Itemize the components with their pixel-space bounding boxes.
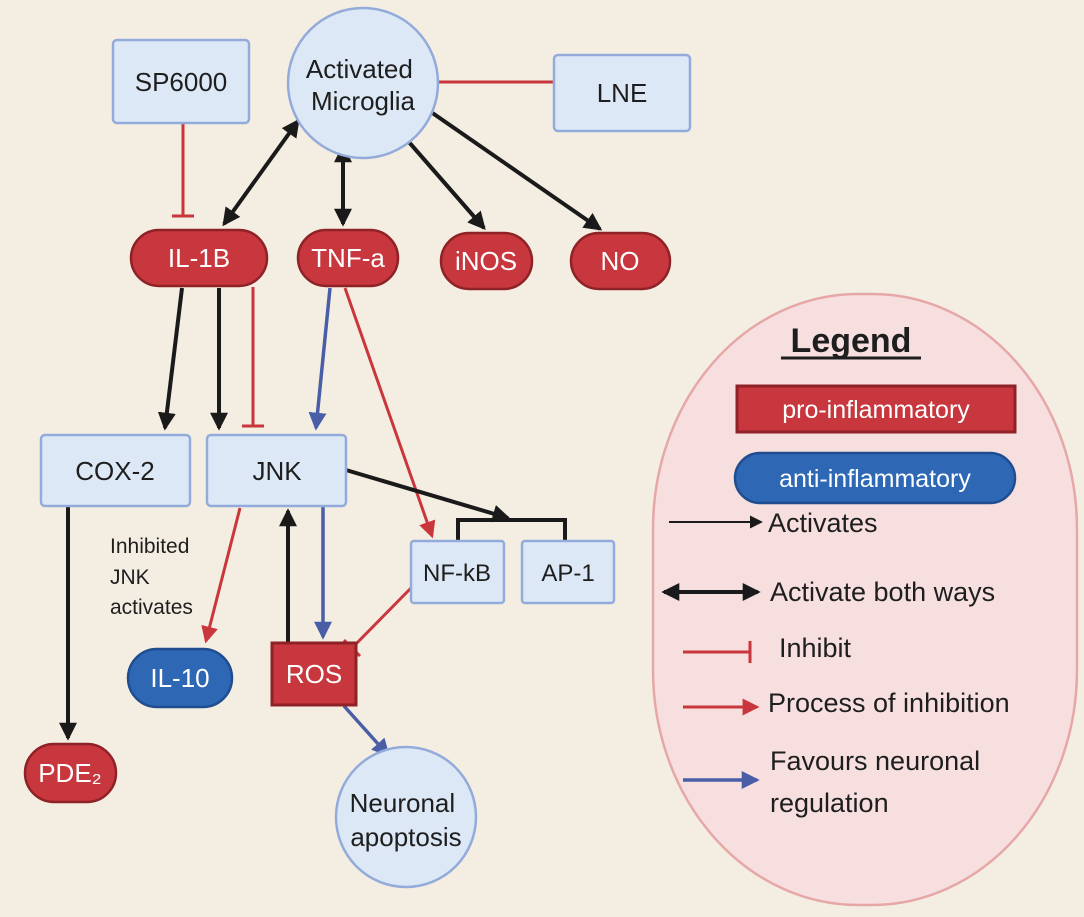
edge-ros-favours-apoptosis — [342, 704, 390, 758]
bracket-nfkb-ap1 — [456, 518, 567, 541]
node-jnk: JNK — [205, 433, 348, 508]
node-label: JNK — [252, 456, 302, 486]
edge-il1b-activates-cox2 — [157, 287, 184, 431]
legend-pro-inflammatory: pro-inflammatory — [735, 384, 1017, 434]
node-nfkb: NF-kB — [409, 539, 506, 605]
node-tnfa: TNF-a — [296, 228, 400, 288]
node-label: NF-kB — [423, 560, 491, 587]
edge-microglia-activates-no — [429, 110, 603, 231]
svg-text:Neuronal apoptosis: Neuronal apoptosis — [350, 788, 463, 852]
legend-activate-both-ways: Activate both ways — [661, 577, 995, 607]
edge-il1b-inhibits-jnk — [242, 287, 264, 428]
legend-anti-inflammatory: anti-inflammatory — [733, 451, 1017, 505]
legend-label: Favours neuronal — [770, 746, 980, 776]
node-label: IL-10 — [150, 663, 209, 693]
node-label: NO — [601, 246, 640, 276]
legend-label: Process of inhibition — [768, 688, 1010, 718]
annotation-line: JNK — [110, 566, 150, 589]
node-ap1: AP-1 — [520, 539, 616, 605]
node-label: Activated — [306, 54, 413, 84]
node-pde2: PDE₂ — [23, 742, 118, 804]
legend-activates: Activates — [669, 508, 878, 538]
node-label: apoptosis — [350, 822, 461, 852]
node-il1b: IL-1B — [129, 228, 269, 288]
node-label: iNOS — [455, 246, 517, 276]
legend-label: anti-inflammatory — [779, 465, 971, 493]
annotation-line: activates — [110, 596, 193, 619]
node-label: IL-1B — [168, 243, 230, 273]
node-inos: iNOS — [439, 231, 534, 291]
edge-jnk-inhibition-il10 — [201, 507, 242, 644]
edge-microglia-activates-inos — [406, 139, 486, 231]
legend: Legend pro-inflammatory anti-inflammator… — [651, 292, 1079, 907]
node-no: NO — [569, 231, 672, 291]
node-activated-microglia: Activated Microglia — [286, 6, 440, 160]
legend-process-of-inhibition: Process of inhibition — [683, 688, 1010, 718]
node-lne: LNE — [552, 53, 692, 133]
edge-microglia-il1b-both-ways — [222, 118, 300, 227]
legend-title: Legend — [791, 322, 912, 360]
legend-label: pro-inflammatory — [782, 396, 970, 424]
svg-text:Favours neuronal regul: Favours neuronal regulation — [770, 746, 988, 818]
edge-tnfa-inhibition-nfkb — [343, 287, 436, 539]
annotation-line: Inhibited — [110, 535, 189, 558]
node-il10: IL-10 — [126, 647, 234, 709]
node-label: AP-1 — [541, 560, 594, 587]
edge-jnk-activates-nfkb-ap1 — [345, 468, 511, 523]
node-label: TNF-a — [311, 243, 385, 273]
edges — [59, 71, 603, 758]
edge-tnfa-favours-jnk — [308, 287, 332, 431]
annotation-inhibited-jnk: Inhibited JNK activates — [110, 535, 195, 619]
legend-label: Activates — [768, 508, 878, 538]
legend-label: Activate both ways — [770, 577, 995, 607]
svg-text:Activated Microglia: Activated Microglia — [306, 54, 420, 116]
node-label: ROS — [286, 659, 342, 689]
legend-label: Inhibit — [779, 633, 852, 663]
node-neuronal-apoptosis: Neuronal apoptosis — [334, 745, 478, 889]
legend-inhibit: Inhibit — [683, 633, 852, 663]
legend-favours-neuronal-regulation: Favours neuronal regulation — [683, 746, 988, 818]
edge-sp6000-inhibits-il1b — [172, 124, 194, 218]
node-label: Microglia — [311, 86, 416, 116]
node-sp6000: SP6000 — [111, 38, 251, 125]
node-label: COX-2 — [75, 456, 154, 486]
node-label: LNE — [597, 78, 648, 108]
node-ros: ROS — [270, 641, 358, 707]
node-label: SP6000 — [135, 67, 228, 97]
legend-label: regulation — [770, 788, 889, 818]
node-cox2: COX-2 — [39, 433, 192, 508]
node-label: PDE₂ — [38, 758, 102, 788]
node-label: Neuronal — [350, 788, 456, 818]
